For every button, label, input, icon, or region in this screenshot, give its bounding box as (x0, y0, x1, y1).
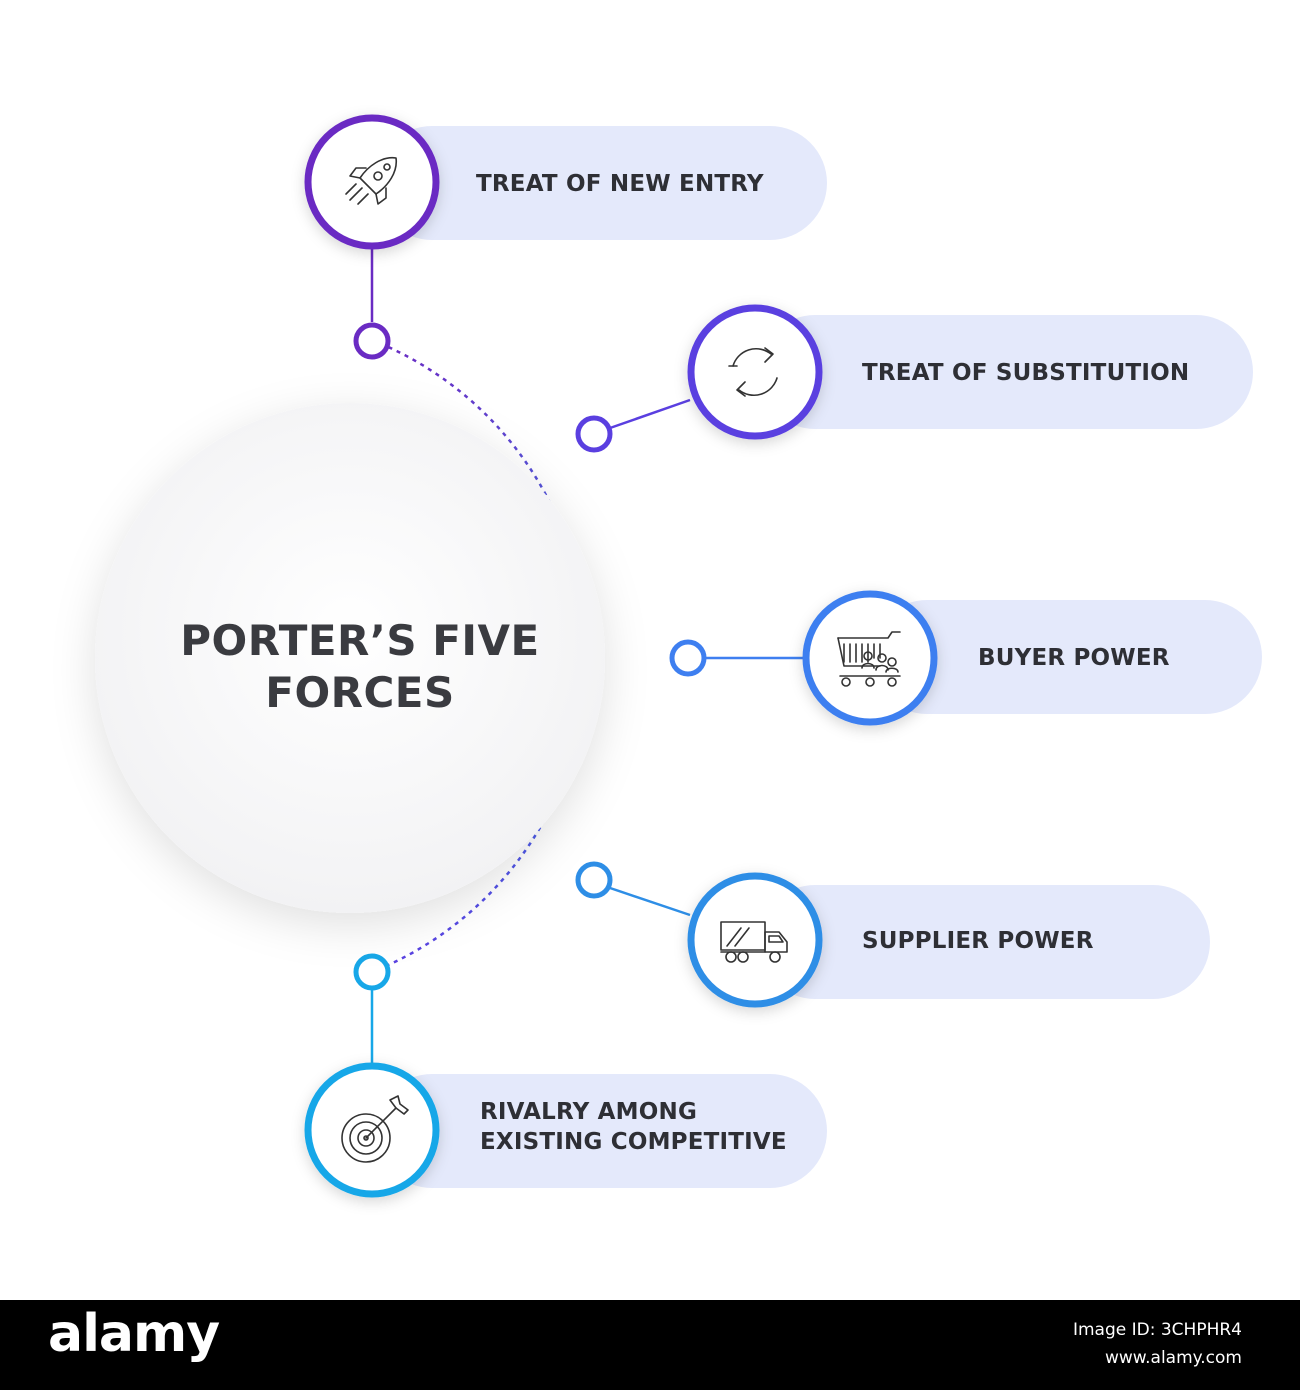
diagram-title: PORTER’S FIVE FORCES (120, 615, 600, 719)
pill-substitution (758, 315, 1253, 429)
rocket-icon (345, 156, 398, 205)
title-line-1: PORTER’S FIVE (180, 616, 540, 665)
icon-circle-rivalry (304, 1062, 440, 1198)
shopping-cart-people-icon (837, 631, 901, 687)
center-circle (95, 403, 605, 913)
connector-substitution (609, 398, 691, 430)
title-line-2: FORCES (265, 668, 455, 717)
node-ring-rivalry (353, 953, 391, 991)
node-ring-substitution (575, 415, 613, 453)
node-ring-new-entry (353, 322, 391, 360)
label-buyer-power: BUYER POWER (978, 645, 1170, 671)
pill-new-entry (375, 126, 827, 240)
image-id: Image ID: 3CHPHR4 (1072, 1320, 1242, 1340)
diagram-canvas (95, 114, 1262, 1198)
brand-url: www.alamy.com (1104, 1348, 1242, 1368)
truck-icon (720, 921, 788, 963)
node-ring-supplier-power (575, 861, 613, 899)
label-supplier-power: SUPPLIER POWER (862, 928, 1094, 954)
pill-rivalry (375, 1074, 827, 1188)
connector-supplier-power (609, 886, 691, 917)
footer-bar: alamy Image ID: 3CHPHR4 www.alamy.com (0, 1300, 1300, 1390)
brand-logo: alamy (48, 1304, 220, 1364)
icon-circle-buyer-power (802, 590, 938, 726)
icon-circle-new-entry (304, 114, 440, 250)
icon-circle-substitution (687, 304, 823, 440)
label-rivalry: RIVALRY AMONG EXISTING COMPETITIVE (480, 1099, 787, 1155)
label-substitution: TREAT OF SUBSTITUTION (862, 360, 1190, 386)
node-ring-buyer-power (669, 639, 707, 677)
dart-target-icon (341, 1095, 409, 1163)
refresh-arrows-icon (728, 347, 778, 397)
pill-buyer-power (870, 600, 1262, 714)
label-new-entry: TREAT OF NEW ENTRY (476, 171, 764, 197)
pill-supplier-power (758, 885, 1210, 999)
icon-circle-supplier-power (687, 872, 823, 1008)
